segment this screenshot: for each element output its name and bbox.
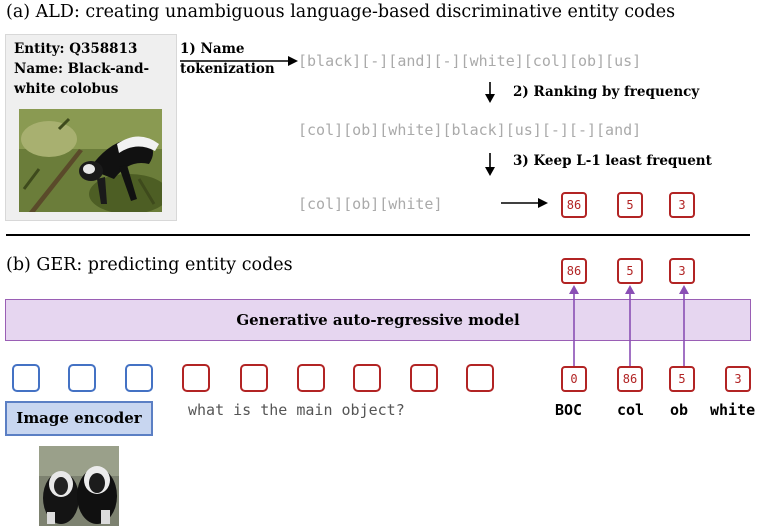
input-code-boc: 0 bbox=[561, 366, 587, 392]
token-label-boc: BOC bbox=[555, 401, 583, 419]
raw-tokens: [black][-][and][-][white][col][ob][us] bbox=[298, 52, 642, 70]
image-token-2 bbox=[68, 364, 96, 392]
section-b-title: (b) GER: predicting entity codes bbox=[6, 255, 293, 275]
step1-label-line2: tokenization bbox=[180, 61, 275, 77]
entity-id: Entity: Q358813 bbox=[14, 41, 138, 57]
section-a-title: (a) ALD: creating unambiguous language-b… bbox=[6, 2, 676, 22]
entity-card: Entity: Q358813 Name: Black-and- white c… bbox=[5, 34, 177, 221]
mapping-arrow bbox=[501, 198, 548, 208]
token-label-white: white bbox=[710, 401, 756, 419]
entity-name-line2: white colobus bbox=[14, 81, 119, 97]
step2-arrow bbox=[485, 82, 495, 103]
step1-arrow bbox=[180, 56, 298, 66]
generative-model-bar: Generative auto-regressive model bbox=[5, 299, 751, 341]
input-image bbox=[39, 446, 119, 526]
section-divider bbox=[6, 234, 750, 236]
question-text: what is the main object? bbox=[188, 401, 405, 419]
token-label-ob: ob bbox=[670, 401, 689, 419]
kept-tokens: [col][ob][white] bbox=[298, 195, 443, 213]
entity-name-line1: Name: Black-and- bbox=[14, 61, 150, 77]
sorted-tokens: [col][ob][white][black][us][-][-][and] bbox=[298, 121, 642, 139]
image-token-3 bbox=[125, 364, 153, 392]
text-token-3 bbox=[297, 364, 325, 392]
step3-label: 3) Keep L-1 least frequent bbox=[513, 153, 712, 169]
input-code-ob: 5 bbox=[669, 366, 695, 392]
step2-label: 2) Ranking by frequency bbox=[513, 84, 700, 100]
entity-code-3: 3 bbox=[669, 192, 695, 218]
token-label-col: col bbox=[617, 401, 645, 419]
predicted-code-2: 5 bbox=[617, 258, 643, 284]
step3-arrow bbox=[485, 153, 495, 176]
predicted-code-3: 3 bbox=[669, 258, 695, 284]
input-code-col: 86 bbox=[617, 366, 643, 392]
text-token-2 bbox=[240, 364, 268, 392]
input-code-white: 3 bbox=[725, 366, 751, 392]
text-token-1 bbox=[182, 364, 210, 392]
text-token-5 bbox=[410, 364, 438, 392]
image-token-1 bbox=[12, 364, 40, 392]
predicted-code-1: 86 bbox=[561, 258, 587, 284]
text-token-4 bbox=[353, 364, 381, 392]
prediction-arrows bbox=[569, 285, 689, 366]
entity-code-2: 5 bbox=[617, 192, 643, 218]
step1-label-line1: 1) Name bbox=[180, 41, 245, 57]
colobus-photo bbox=[19, 109, 162, 212]
image-encoder-box: Image encoder bbox=[5, 401, 153, 436]
entity-code-1: 86 bbox=[561, 192, 587, 218]
text-token-6 bbox=[466, 364, 494, 392]
